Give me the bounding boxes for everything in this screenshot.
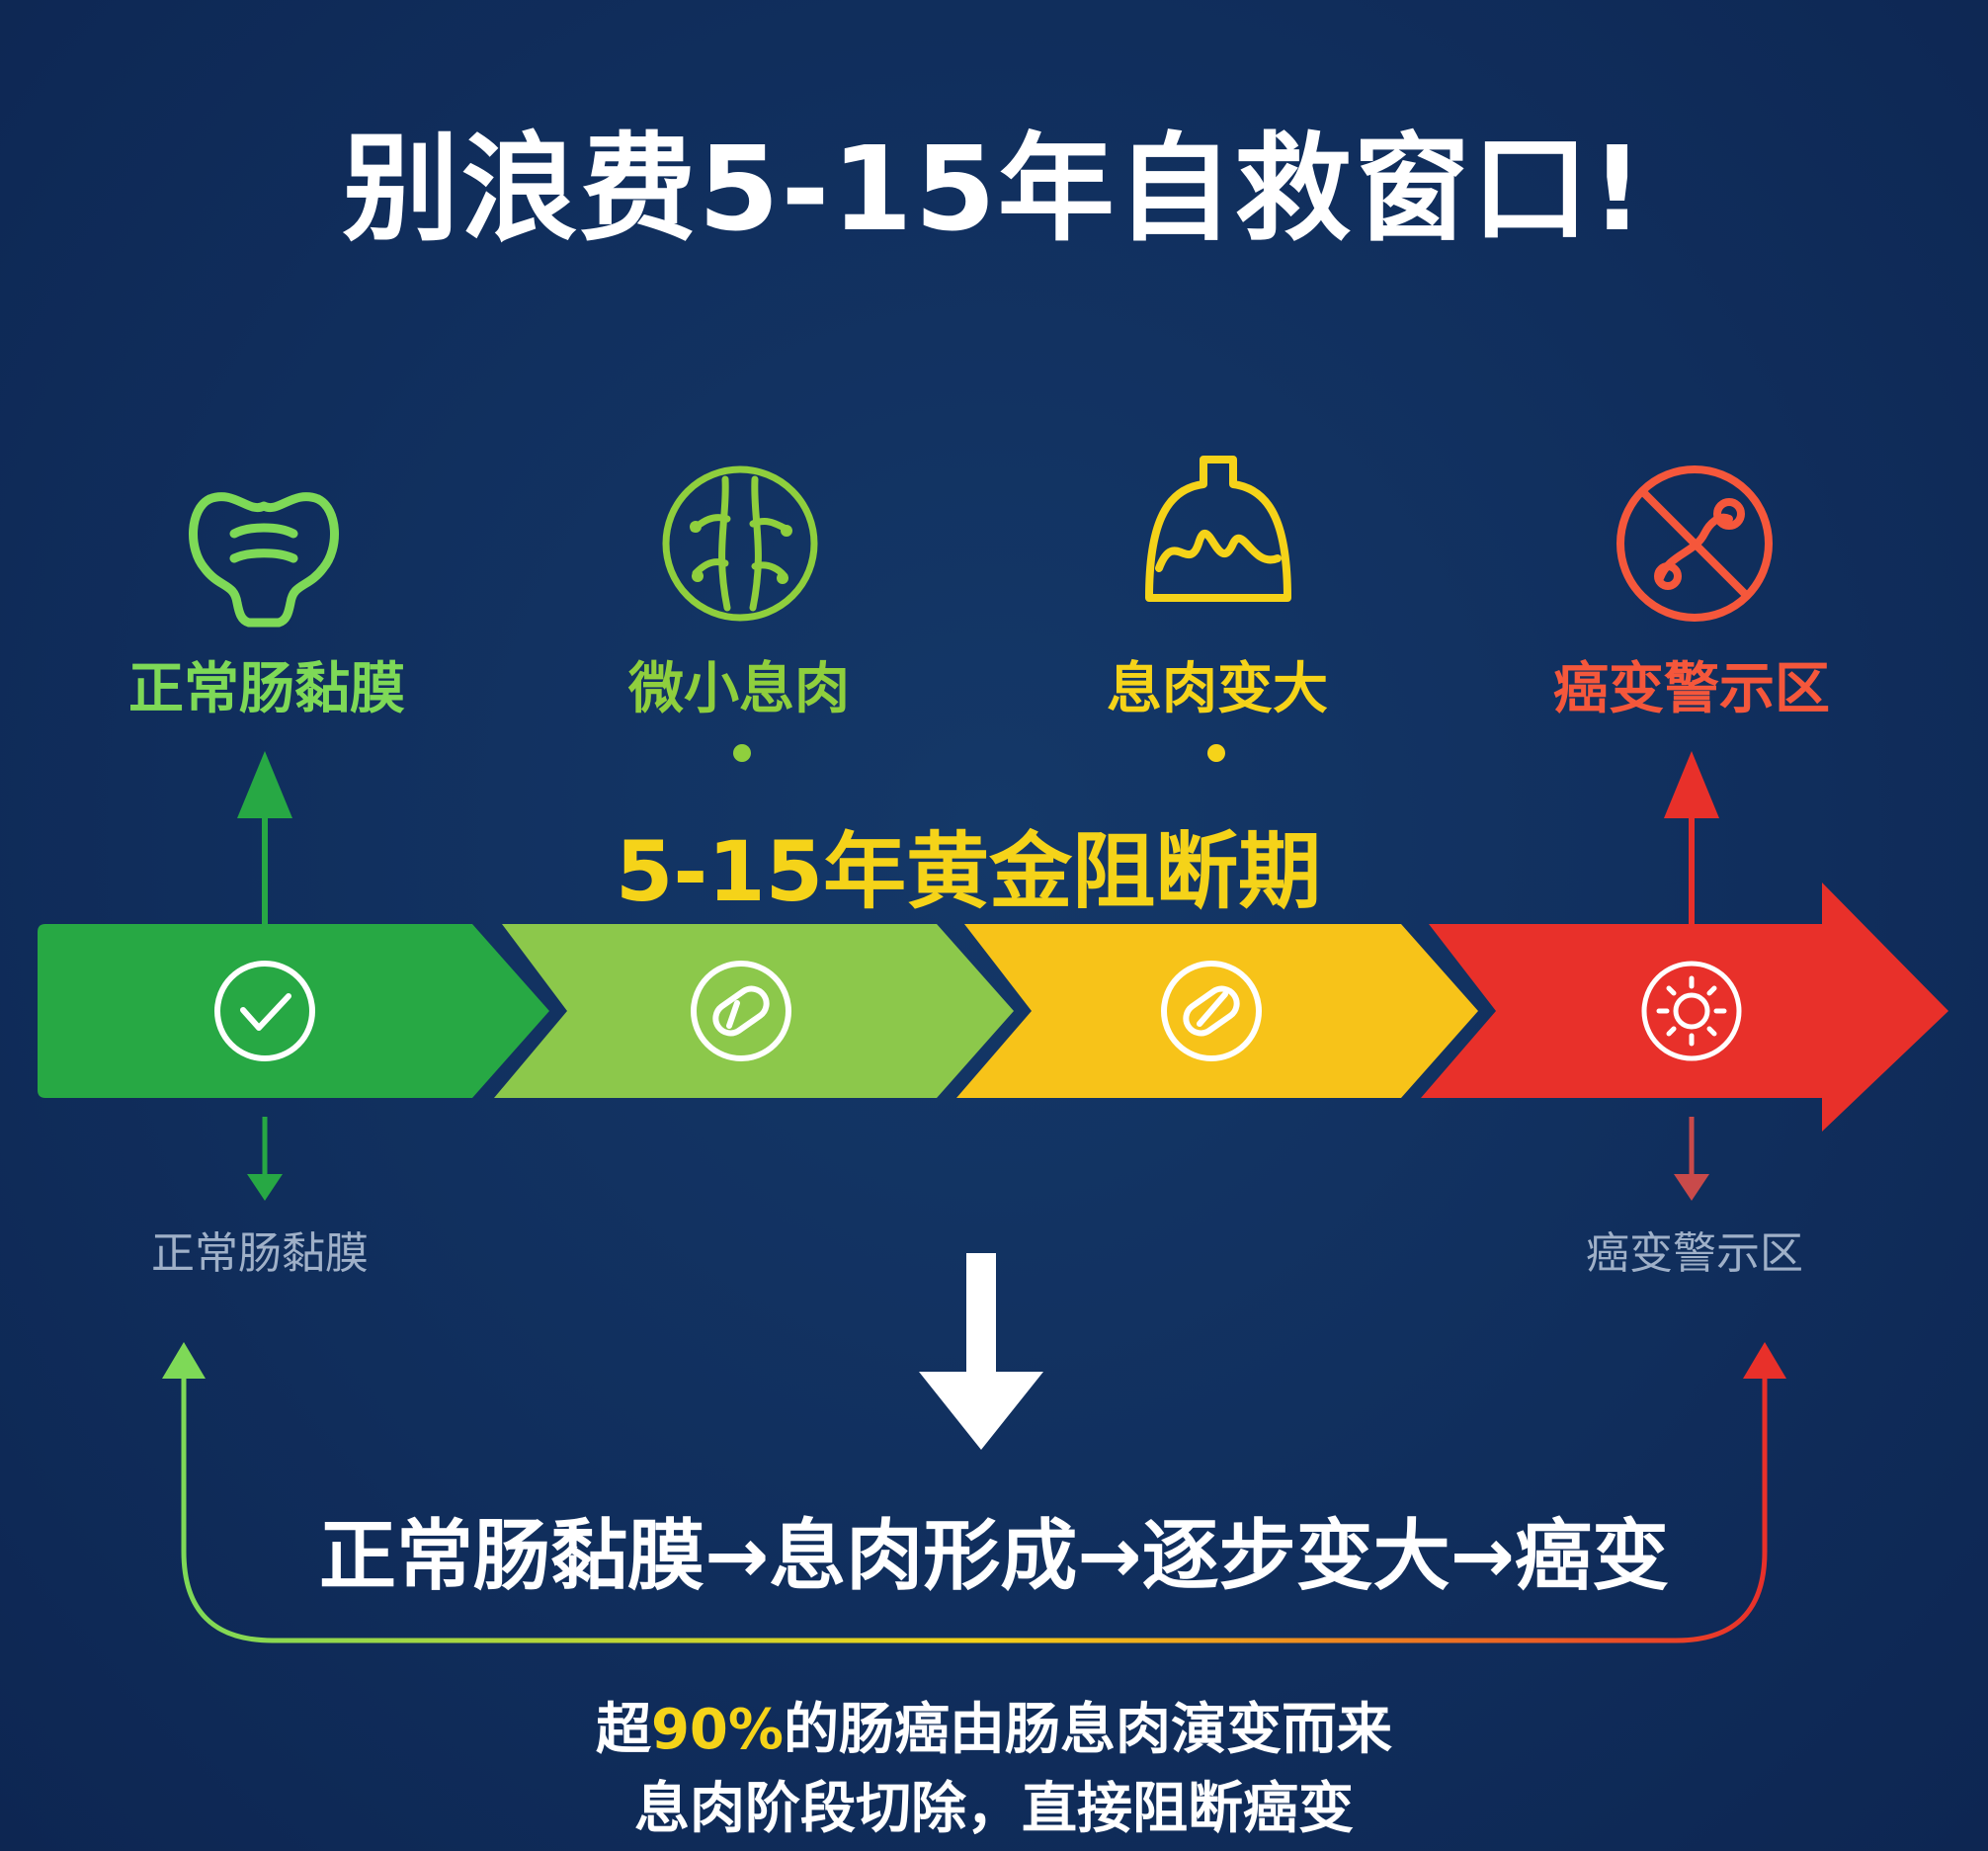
footer-percentage: 90%: [650, 1698, 785, 1762]
cancer-warning-icon: [1616, 465, 1773, 622]
intestine-icon: [189, 492, 339, 628]
arrow-down-right: [1674, 1117, 1709, 1201]
pill-icon: [691, 961, 791, 1061]
stage-label-micro-polyp: 微小息肉: [628, 657, 850, 721]
enlarged-polyp-icon: [1145, 456, 1291, 602]
footer-line-1: 超90%的肠癌由肠息肉演变而来: [0, 1685, 1988, 1765]
golden-window-label: 5-15年黄金阻断期: [615, 823, 1322, 920]
bar-segment-normal: [38, 924, 549, 1098]
sun-icon: [1641, 961, 1742, 1061]
pill-icon: [1161, 961, 1262, 1061]
bracket-arrow-left: [162, 1342, 206, 1379]
stage-label-enlarged-polyp: 息肉变大: [1107, 657, 1328, 721]
big-down-arrow: [919, 1253, 1043, 1450]
arrow-up-right: [1664, 751, 1719, 924]
cycle-bracket: [181, 1374, 1768, 1643]
bar-segment-micro-polyp: [494, 924, 1014, 1098]
check-icon: [214, 961, 315, 1061]
sub-label-normal: 正常肠黏膜: [151, 1228, 369, 1279]
micro-polyp-icon: [662, 465, 818, 622]
dot-micro-polyp: [733, 744, 751, 762]
stage-label-cancer-warning: 癌变警示区: [1553, 657, 1830, 721]
bar-segment-cancer: [1421, 883, 1948, 1132]
footer-line-2: 息肉阶段切除，直接阻断癌变: [634, 1777, 1354, 1841]
stage-label-normal: 正常肠黏膜: [128, 657, 405, 721]
arrow-up-left: [237, 751, 292, 924]
dot-enlarged-polyp: [1207, 744, 1225, 762]
sub-label-cancer-warning: 癌变警示区: [1586, 1228, 1803, 1279]
progression-flow: 正常肠黏膜→息肉形成→逐步变大→癌变: [318, 1512, 1670, 1601]
footer-line-1-suffix: 的肠癌由肠息肉演变而来: [784, 1698, 1393, 1762]
footer-line-1-prefix: 超: [595, 1698, 651, 1762]
arrow-down-left: [247, 1117, 283, 1201]
bracket-arrow-right: [1743, 1342, 1786, 1379]
bar-segment-enlarged-polyp: [956, 924, 1478, 1098]
page-title: 别浪费5-15年自救窗口!: [342, 121, 1646, 257]
